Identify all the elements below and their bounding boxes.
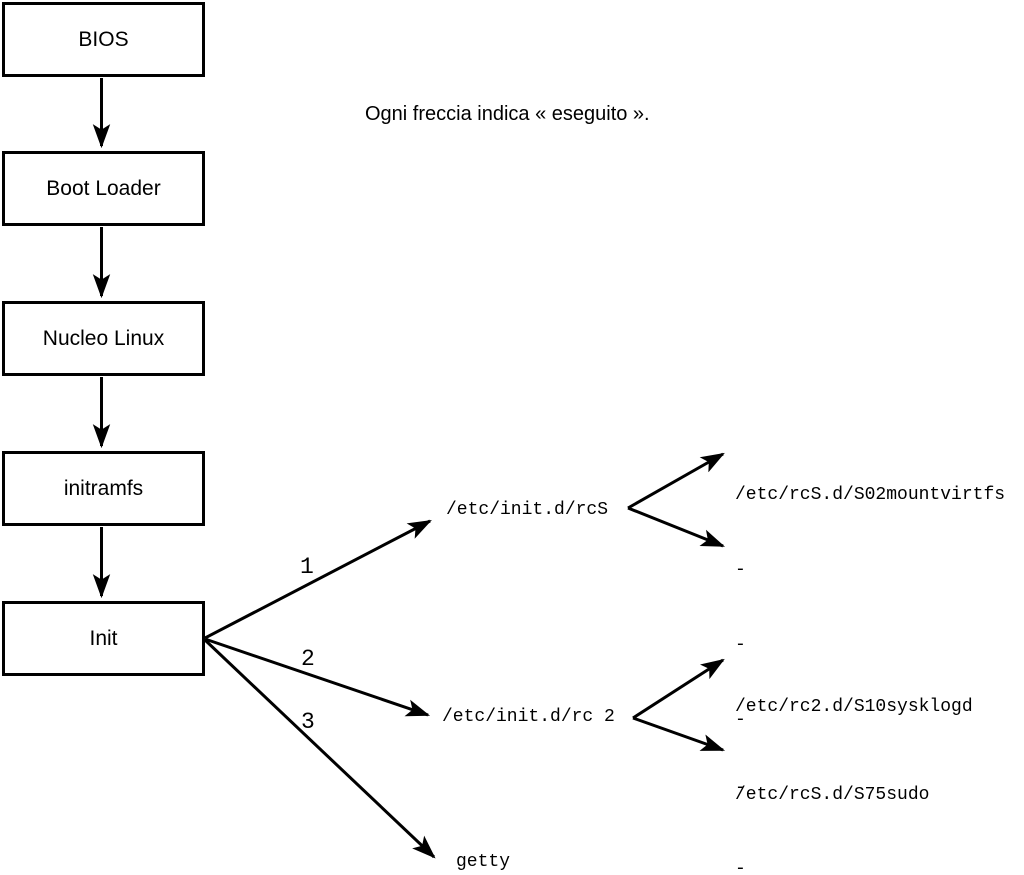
- rc2-script-list: /etc/rc2.d/S10sysklogd - - - /etc/rc2.d/…: [735, 640, 973, 875]
- diagram-caption: Ogni freccia indica « eseguito ».: [365, 103, 650, 125]
- script-item: /etc/rcS.d/S75sudo: [735, 785, 930, 805]
- script-item-ellipsis: -: [735, 560, 746, 580]
- box-bios: BIOS: [2, 2, 205, 77]
- box-nucleo-linux: Nucleo Linux: [2, 301, 205, 376]
- script-item-ellipsis: -: [735, 859, 746, 875]
- script-item-ellipsis: -: [735, 710, 746, 730]
- box-label: BIOS: [78, 27, 129, 51]
- script-item-ellipsis: -: [735, 778, 746, 798]
- branch-number-2: 2: [301, 646, 315, 672]
- label-getty: getty: [456, 852, 511, 872]
- box-init: Init: [2, 601, 205, 676]
- box-initramfs: initramfs: [2, 451, 205, 526]
- arrow-rcs-to-last-script: [627, 506, 726, 548]
- arrow-rcs-to-first-script: [627, 452, 725, 510]
- arrow-rc2-to-last-script: [632, 716, 726, 752]
- arrow-init-to-getty: [203, 638, 436, 859]
- box-boot-loader: Boot Loader: [2, 151, 205, 226]
- branch-number-1: 1: [300, 554, 314, 580]
- arrow-init-to-rcs: [204, 519, 432, 640]
- box-label: Init: [89, 626, 118, 650]
- label-init-d-rcs: /etc/init.d/rcS: [446, 500, 609, 520]
- box-label: Boot Loader: [46, 176, 161, 200]
- box-label: initramfs: [63, 476, 144, 500]
- script-item: /etc/rc2.d/S10sysklogd: [735, 697, 973, 717]
- branch-number-3: 3: [301, 709, 315, 735]
- arrow-init-to-rc2: [204, 637, 431, 717]
- script-item-ellipsis: -: [735, 635, 746, 655]
- box-label: Nucleo Linux: [42, 326, 165, 350]
- label-init-d-rc2: /etc/init.d/rc 2: [442, 707, 615, 727]
- arrow-rc2-to-first-script: [632, 658, 725, 720]
- rcs-script-list: /etc/rcS.d/S02mountvirtfs - - - /etc/rcS…: [735, 433, 1005, 858]
- script-item: /etc/rcS.d/S02mountvirtfs: [735, 485, 1006, 505]
